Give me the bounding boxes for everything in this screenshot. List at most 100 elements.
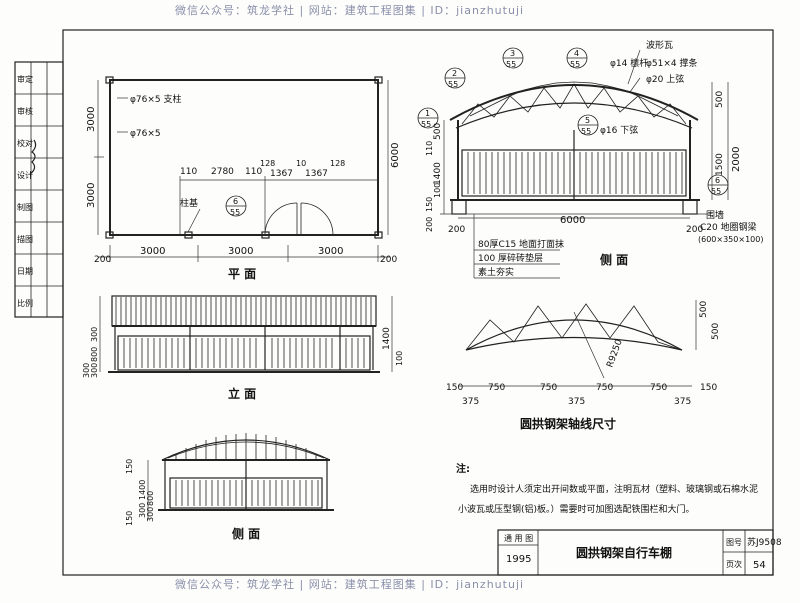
elevation-dim: 100	[395, 351, 404, 366]
plan-dim: 3000	[86, 107, 97, 132]
plan-dim: 110	[180, 167, 197, 177]
title-block-page: 54	[753, 560, 766, 571]
section-label: 80厚C15 地面打面抹	[478, 238, 564, 250]
watermark-bottom: 微信公众号：筑龙学社 | 网站：建筑工程图集 | ID：jianzhutuji	[175, 577, 524, 591]
svg-text:4: 4	[574, 49, 579, 58]
sidebar-label: 校对	[17, 138, 33, 148]
svg-text:2: 2	[452, 69, 457, 78]
arch-dim: 750	[650, 383, 667, 393]
notes-heading: 注:	[456, 462, 470, 475]
section-label: φ51×4 撑条	[646, 57, 698, 69]
section-callout-3: 355	[502, 47, 524, 69]
section-label: 波形瓦	[646, 39, 673, 51]
notes-line: 选用时设计人须定出开间数或平面，注明瓦材（塑料、玻璃钢或石棉水泥	[470, 483, 758, 495]
section-dim: 200	[425, 217, 434, 232]
plan-title: 平 面	[228, 267, 256, 281]
section-dim: 500	[433, 123, 443, 140]
arch-dim: 375	[674, 397, 691, 407]
section-label: 围墙	[706, 209, 724, 221]
notes-line: 小波瓦或压型钢(铝)板。）需要时可加图选配铁围栏和大门。	[458, 503, 695, 515]
sidebar-label: 制图	[17, 202, 33, 212]
section-label: 素土夯实	[478, 266, 514, 278]
side-elevation-dim: 800	[146, 491, 155, 506]
side-elevation-dim: 150	[125, 459, 134, 474]
elevation-dim: 300	[90, 363, 99, 378]
plan-dim: 3000	[228, 246, 253, 257]
title-block-label: 页次	[726, 559, 742, 569]
section-dim: 100	[433, 183, 442, 198]
section-callout-1: 155	[417, 107, 439, 129]
side-elevation-dim: 300	[138, 503, 147, 518]
section-title: 侧 面	[600, 252, 628, 267]
section-dim: 200	[686, 225, 703, 235]
sidebar-label: 日期	[17, 267, 33, 276]
section-dim: 2000	[731, 147, 742, 172]
side-section: 6000 200 200 500 1400 100 110 150 200 50…	[417, 39, 763, 279]
plan-dim: 200	[380, 255, 397, 265]
plan-dim: 200	[94, 255, 111, 265]
sidebar-label: 审核	[17, 106, 33, 116]
notes-block: 注: 选用时设计人须定出开间数或平面，注明瓦材（塑料、玻璃钢或石棉水泥 小波瓦或…	[456, 462, 758, 515]
section-callout-2: 255	[444, 67, 466, 89]
section-dim: 500	[715, 91, 725, 108]
section-callout-4: 455	[566, 47, 588, 69]
svg-text:55: 55	[581, 127, 591, 136]
watermark-top: 微信公众号：筑龙学社 | 网站：建筑工程图集 | ID：jianzhutuji	[175, 3, 524, 17]
elevation-dim: 300	[82, 363, 91, 378]
section-dim: 6000	[560, 215, 585, 226]
sidebar-label: 比例	[17, 298, 33, 308]
arch-radius: R9250	[605, 338, 624, 369]
section-label: φ16 下弦	[600, 124, 638, 136]
title-block-year: 1995	[506, 554, 531, 565]
arch-dim: 750	[488, 383, 505, 393]
section-label: 100 厚碎砖垫层	[478, 252, 543, 264]
plan-label: φ76×5 支柱	[130, 93, 182, 105]
plan-dim: 110	[245, 167, 262, 177]
title-block-label: 图号	[726, 538, 742, 547]
elevation-dim: 800	[90, 347, 99, 362]
elevation-title: 立 面	[228, 386, 256, 401]
plan-dim: 10	[296, 159, 306, 168]
plan-dim: 128	[330, 159, 345, 168]
arch-dim: 500	[699, 301, 709, 318]
plan-dim: 3000	[318, 246, 343, 257]
front-elevation: 300 800 300 300 1400 100 立 面	[82, 295, 404, 401]
svg-text:6: 6	[715, 176, 720, 185]
sidebar-label: 设计	[17, 170, 33, 180]
arch-dim: 150	[700, 383, 717, 393]
side-elevation-dim: 1400	[138, 480, 147, 500]
title-block: 通 用 图 1995 圆拱钢架自行车棚 图号 苏J9508 页次 54	[497, 529, 782, 576]
plan-dim: 1367	[270, 169, 293, 179]
svg-text:55: 55	[448, 80, 458, 89]
plan-label: φ76×5	[130, 129, 161, 139]
section-dim: 110	[425, 141, 434, 156]
arch-dim: 500	[711, 323, 721, 340]
side-elevation-dim: 300	[146, 507, 155, 522]
svg-text:55: 55	[570, 60, 580, 69]
plan-callout: 6	[233, 197, 238, 206]
plan-dim: 3000	[140, 246, 165, 257]
plan-dim: 6000	[390, 143, 401, 168]
svg-text:55: 55	[711, 187, 721, 196]
arch-diagram: R9250 500 500 150 750 750 750 750 150 37…	[446, 300, 721, 431]
arch-dim: 150	[446, 383, 463, 393]
section-label: φ20 上弦	[646, 73, 684, 85]
sidebar-label: 审定	[17, 74, 33, 84]
title-block-number: 苏J9508	[747, 536, 782, 548]
side-elevation-dim: 150	[125, 511, 134, 526]
section-label: φ14 檩杆	[610, 57, 648, 69]
plan-view: 110 2780 110 128 10 128 1367 1367 φ76×5 …	[86, 76, 401, 281]
sidebar-strip: 审定 审核 校对 设计 制图 描图 日期 比例	[14, 61, 64, 318]
section-dim: 1400	[433, 162, 443, 185]
section-label: (600×350×100)	[698, 235, 763, 244]
plan-dim: 128	[260, 159, 275, 168]
section-dim: 1500	[715, 153, 725, 176]
plan-dim: 1367	[305, 169, 328, 179]
plan-label: 柱基	[180, 197, 198, 209]
title-block-drawing-title: 圆拱钢架自行车棚	[576, 545, 672, 560]
elevation-dim: 300	[90, 327, 99, 342]
side-elevation-title: 侧 面	[232, 526, 260, 541]
section-callout-5: 555	[577, 114, 599, 136]
plan-dim: 3000	[86, 183, 97, 208]
